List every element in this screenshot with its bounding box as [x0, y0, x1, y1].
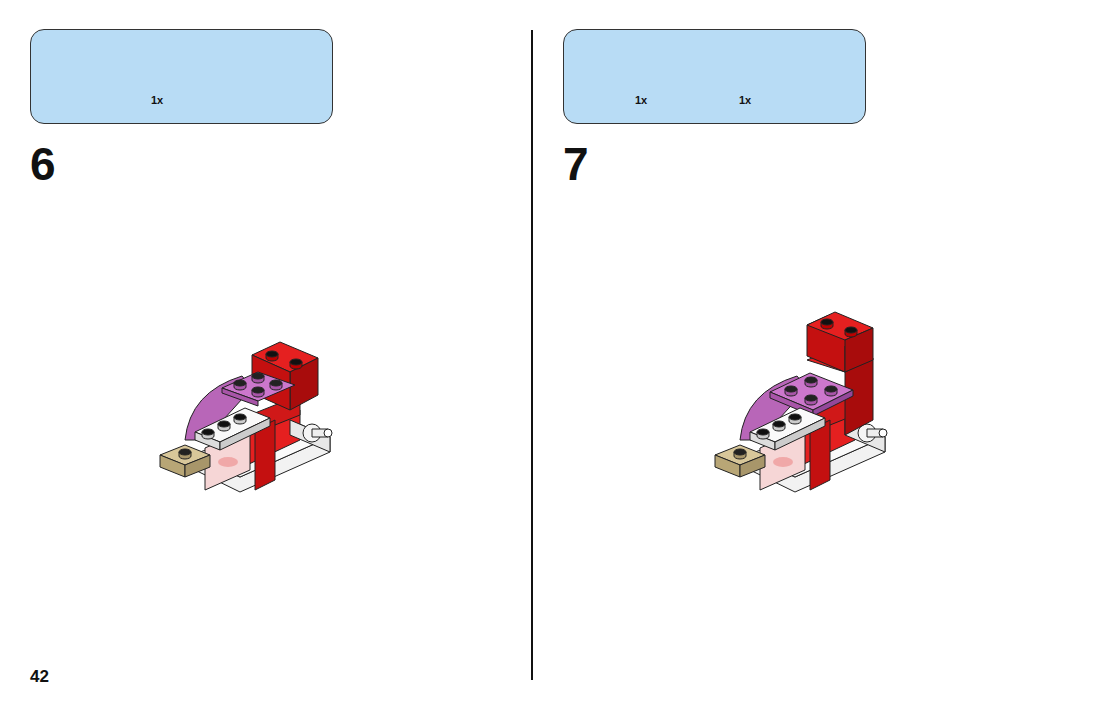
divider-line	[531, 30, 533, 680]
brick-face	[290, 358, 318, 410]
stud	[821, 319, 833, 325]
page-number: 42	[30, 668, 49, 685]
part-quantity: 1x	[635, 94, 647, 106]
brick-face	[813, 390, 853, 416]
step-number: 7	[563, 141, 589, 187]
stud	[734, 449, 746, 455]
brick-face	[845, 328, 873, 372]
stud	[805, 377, 817, 383]
step-number: 6	[30, 141, 56, 187]
stud	[785, 386, 797, 392]
parts-callout: 1x	[30, 29, 333, 124]
stud	[234, 380, 246, 386]
pin	[324, 429, 332, 437]
stud	[266, 351, 278, 357]
brick-face	[290, 420, 330, 452]
stud	[290, 359, 302, 365]
stud	[270, 380, 282, 386]
stud	[179, 449, 191, 455]
part-quantity: 1x	[151, 94, 163, 106]
stud	[234, 414, 246, 420]
model-step-7	[715, 312, 887, 492]
stud	[252, 387, 264, 393]
stud	[825, 386, 837, 392]
stud	[773, 421, 785, 427]
pin	[879, 429, 887, 437]
trans-detail	[218, 457, 238, 467]
stud	[789, 414, 801, 420]
brick-face	[770, 373, 853, 410]
stud	[845, 327, 857, 333]
trans-detail	[773, 457, 793, 467]
stud	[757, 429, 769, 435]
model-step-6	[160, 342, 332, 492]
stud	[252, 373, 264, 379]
parts-callout: 1x 1x	[563, 29, 866, 124]
stud	[218, 421, 230, 427]
stud	[805, 395, 817, 401]
part-quantity: 1x	[739, 94, 751, 106]
stud	[202, 429, 214, 435]
